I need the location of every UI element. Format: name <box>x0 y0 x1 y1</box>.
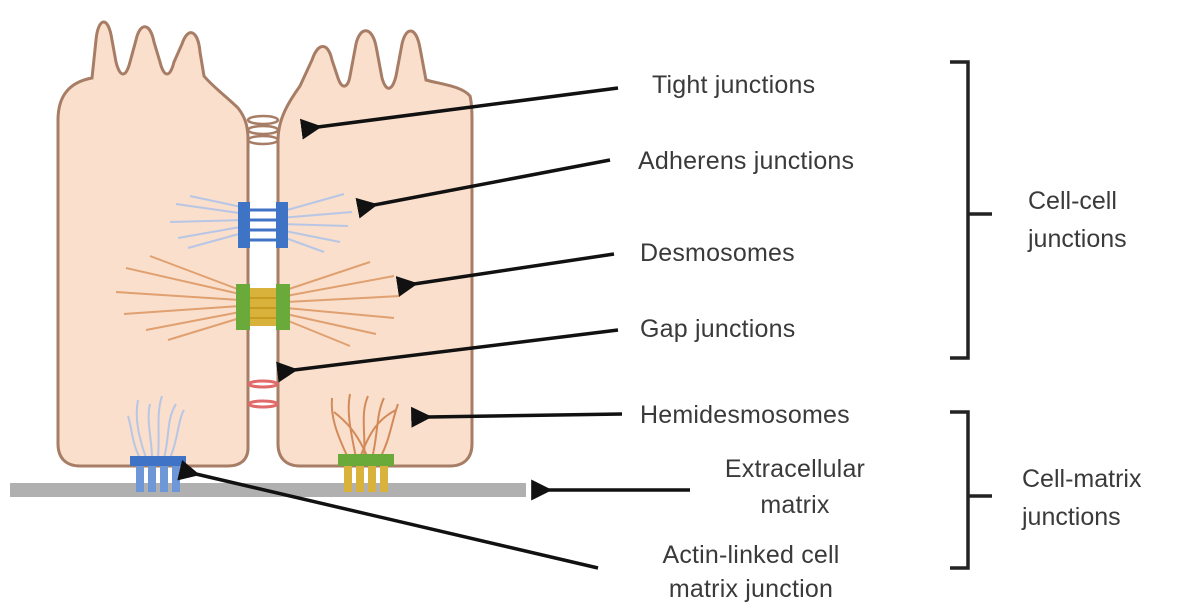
group-label-cell-cell-line2: junctions <box>1028 222 1127 256</box>
cell-matrix-bracket <box>950 412 992 568</box>
gap-junction-structure <box>249 381 277 407</box>
label-extracellular-matrix-line1: Extracellular <box>700 452 890 486</box>
group-label-cell-matrix-line1: Cell-matrix <box>1022 462 1141 496</box>
label-tight-junctions: Tight junctions <box>652 68 815 102</box>
tight-junction-structure <box>248 116 278 144</box>
label-hemidesmosomes: Hemidesmosomes <box>640 398 850 432</box>
left-cell <box>58 22 248 466</box>
group-label-cell-matrix-line2: junctions <box>1022 500 1121 534</box>
desmosome-structure <box>236 284 290 330</box>
label-adherens-junctions: Adherens junctions <box>638 144 854 178</box>
label-extracellular-matrix-line2: matrix <box>700 488 890 522</box>
adherens-junction-structure <box>238 202 288 248</box>
label-actin-linked-line1: Actin-linked cell <box>636 538 866 572</box>
label-desmosomes: Desmosomes <box>640 236 795 270</box>
right-cell <box>278 31 472 466</box>
group-label-cell-cell-line1: Cell-cell <box>1028 184 1117 218</box>
cell-cell-bracket <box>950 62 992 358</box>
label-actin-linked-line2: matrix junction <box>636 572 866 606</box>
label-gap-junctions: Gap junctions <box>640 312 795 346</box>
